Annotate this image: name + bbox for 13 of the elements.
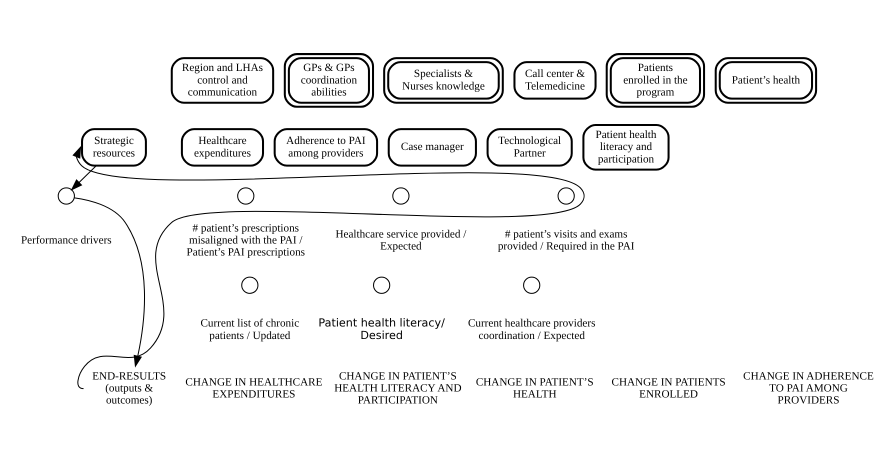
node-label: Healthcare service provided / Expected [335, 228, 466, 252]
label: CHANGE IN PATIENT’S HEALTH LITERACY AND PARTICIPATION [334, 370, 462, 406]
label: CHANGE IN ADHERENCE TO PAI AMONG PROVIDERS [743, 370, 874, 406]
label: CHANGE IN HEALTHCARE EXPENDITURES [185, 376, 322, 400]
node-label: Current list of chronic patients / Updated [200, 317, 300, 342]
node-label: Current healthcare providers coordination / Expected [468, 317, 596, 342]
node-text: END-RESULTS (outputs & outcomes) [92, 370, 166, 406]
label: CHANGE IN PATIENTS ENROLLED [612, 376, 726, 400]
node-label: Patient health literacy/ Desired [318, 316, 445, 342]
node-label: # patient’s visits and exams provided / Required in the PAI [498, 228, 635, 252]
node-label: # patient’s prescriptions misaligned with the PAI / Patient’s PAI prescriptions [186, 222, 305, 258]
node-label: Performance drivers [21, 234, 112, 246]
label: CHANGE IN PATIENT’S HEALTH [476, 376, 594, 400]
